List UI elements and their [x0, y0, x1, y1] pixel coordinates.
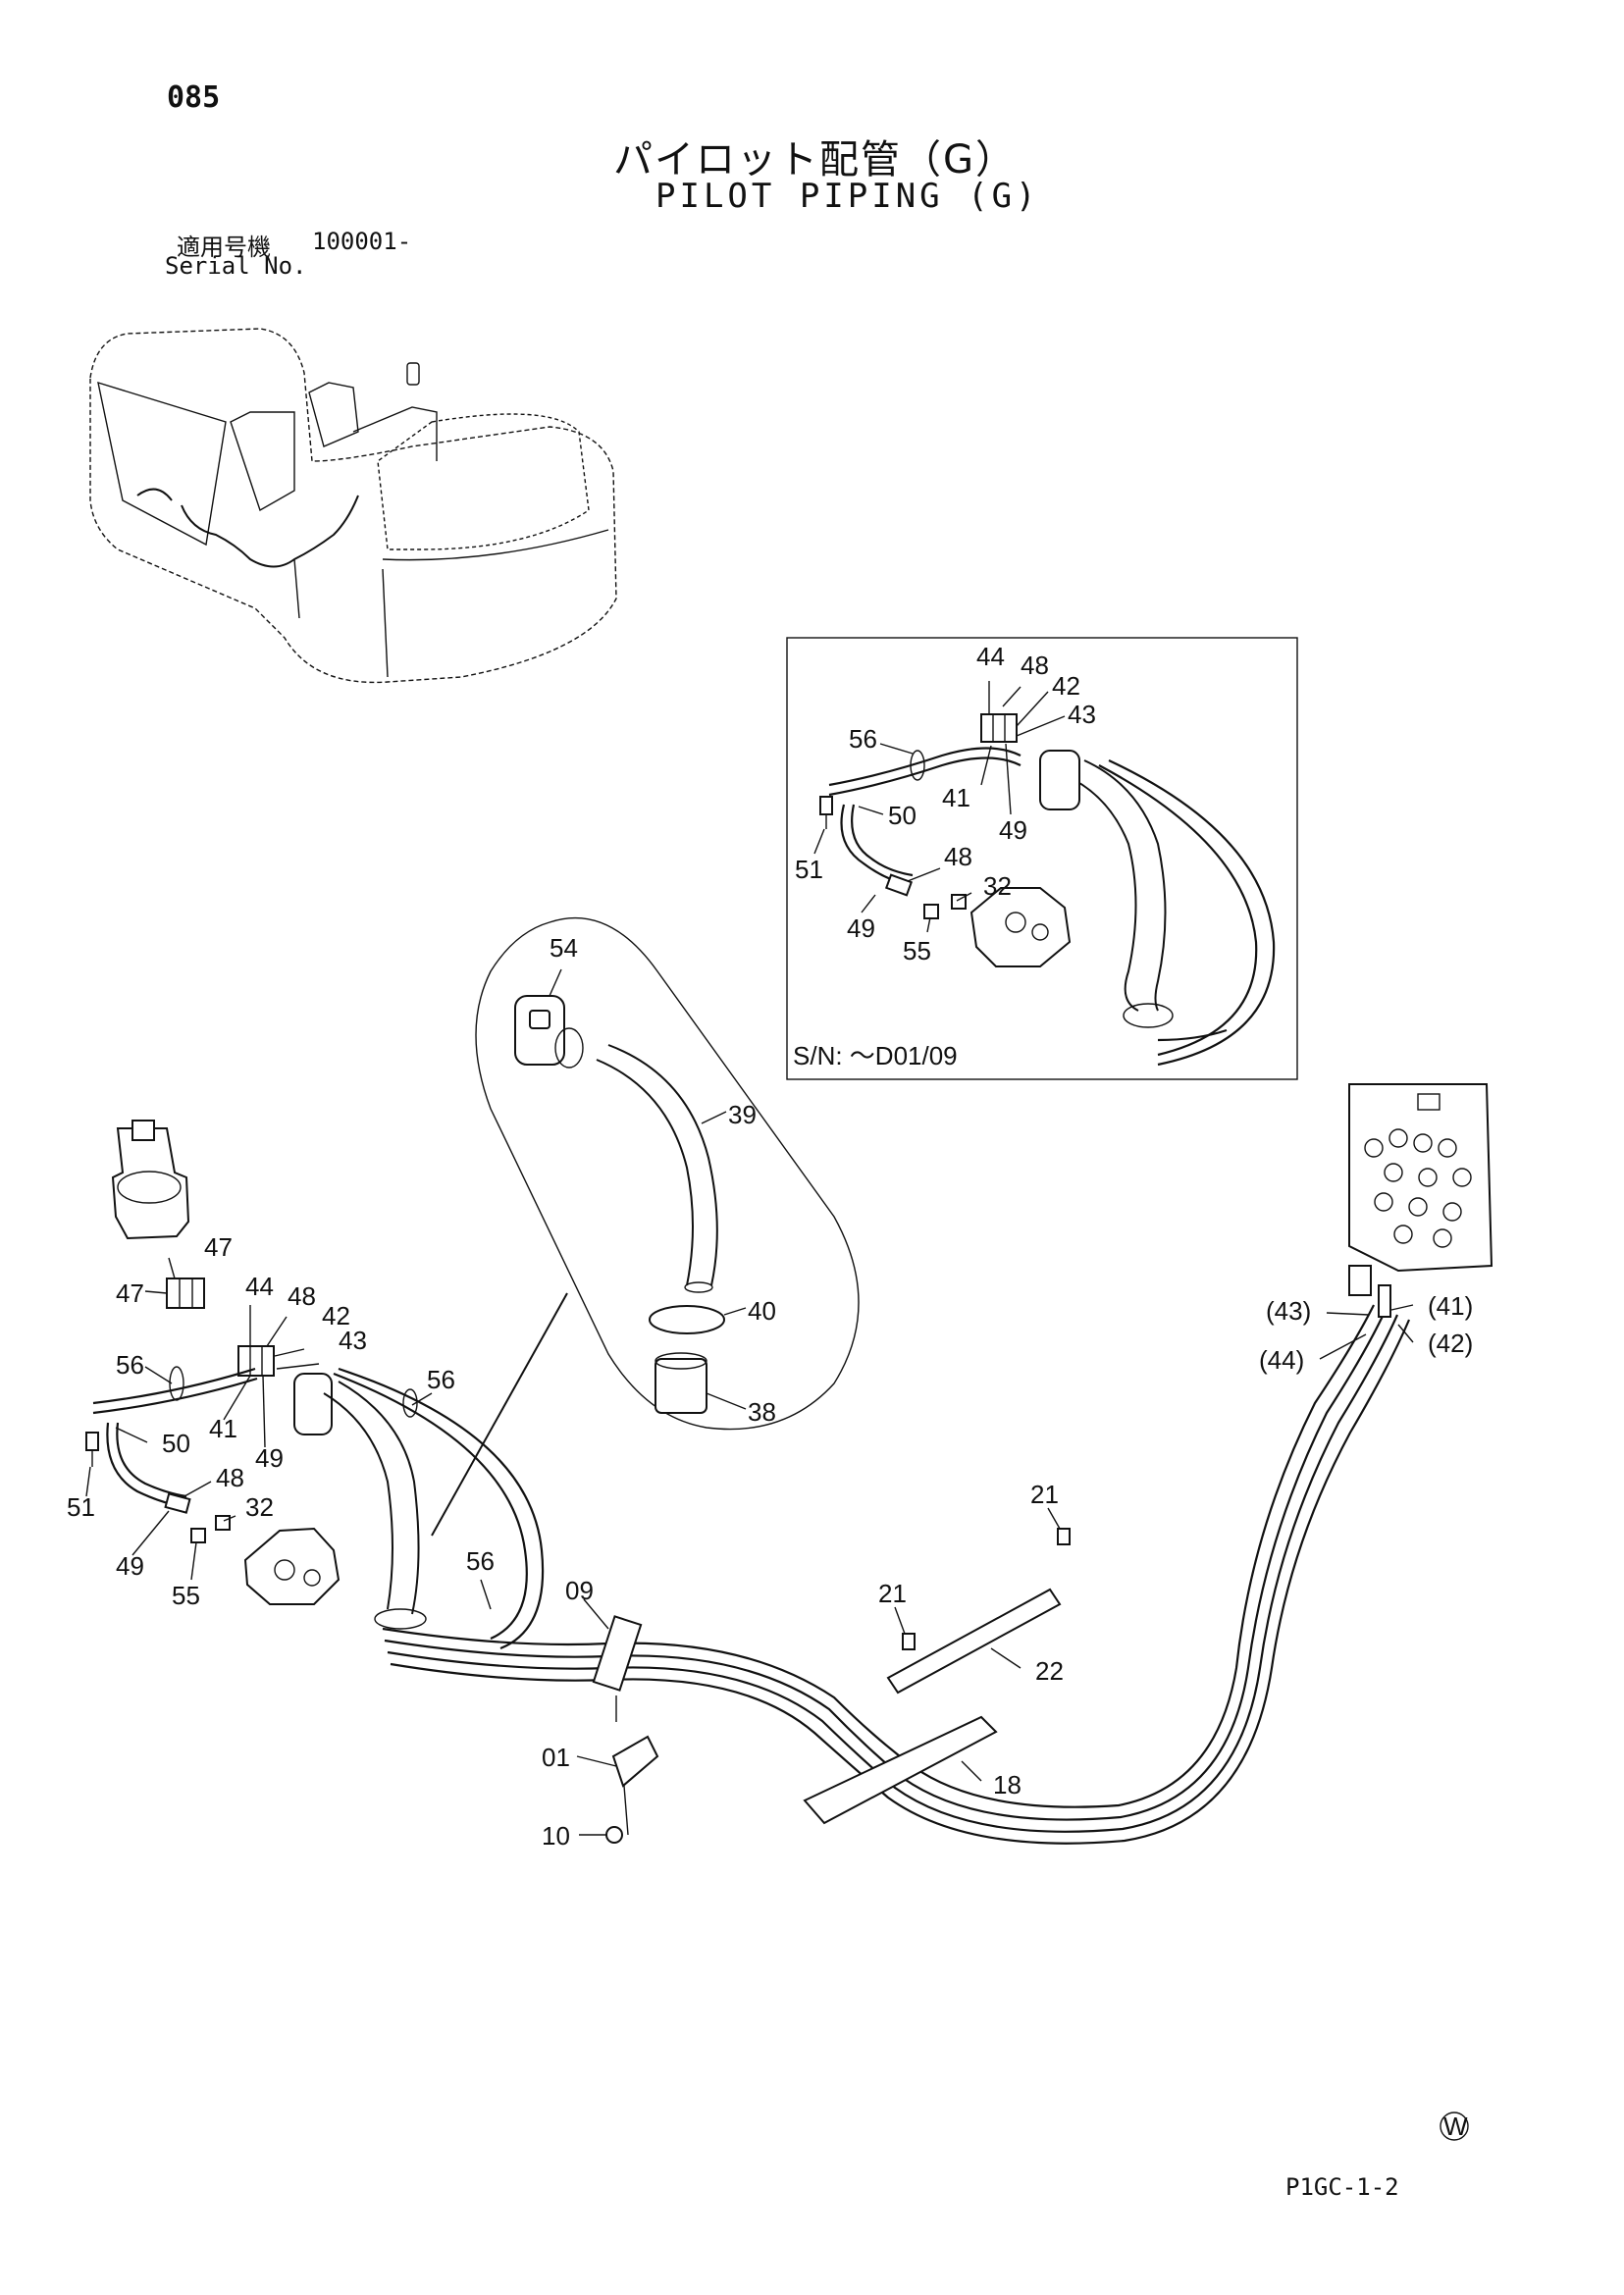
callout: 49: [116, 1551, 144, 1581]
serial-value: 100001-: [312, 228, 412, 255]
callout: 10: [542, 1821, 570, 1851]
detail-callouts: 54 39 40 38: [550, 933, 776, 1427]
machine-overview-illustration: [89, 328, 617, 684]
callout: 54: [550, 933, 578, 963]
page-number: 085: [167, 80, 221, 115]
callout: 49: [999, 815, 1027, 845]
page-title-english: PILOT PIPING (G): [655, 177, 1040, 216]
callout: 47: [116, 1278, 144, 1308]
callout: 38: [748, 1397, 776, 1427]
callout: 41: [209, 1414, 237, 1443]
callout: 44: [976, 642, 1005, 671]
callout: 40: [748, 1296, 776, 1326]
callout: 42: [1052, 671, 1080, 701]
main-assembly: [85, 1083, 1493, 1845]
inset-callouts: 44 48 42 43 56 41 49 50 51 48 32 49 55 S…: [793, 642, 1096, 1070]
serial-label-english: Serial No.: [165, 252, 307, 280]
callout: 49: [847, 913, 875, 943]
callout: 18: [993, 1770, 1022, 1799]
callout: 09: [565, 1576, 594, 1605]
callout: 56: [116, 1350, 144, 1380]
callout: 42: [322, 1301, 350, 1330]
callout: 48: [288, 1281, 316, 1311]
callout: 21: [1030, 1480, 1059, 1509]
callout: 44: [245, 1272, 274, 1301]
callout: 56: [466, 1546, 495, 1576]
callout: 55: [903, 936, 931, 965]
callout: 48: [216, 1463, 244, 1492]
callout: 22: [1035, 1656, 1064, 1686]
callout: (43): [1266, 1296, 1311, 1326]
callout: 39: [728, 1100, 757, 1129]
callout: 51: [795, 855, 823, 884]
callout: 51: [67, 1492, 95, 1522]
document-code: P1GC-1-2: [1285, 2173, 1399, 2201]
callout: 32: [245, 1492, 274, 1522]
callout: 56: [849, 724, 877, 754]
main-callouts: 47 47 44 48 42 43 56 41 49 50 51 48 32 4…: [67, 1232, 1473, 1851]
w-mark-icon: W: [1440, 2112, 1469, 2141]
callout: 21: [878, 1579, 907, 1608]
inset-variant-box: [786, 637, 1298, 1080]
callout: 32: [983, 871, 1012, 901]
callout: 56: [427, 1365, 455, 1394]
elbow-detail-bubble: [431, 916, 860, 1537]
callout: 50: [162, 1429, 190, 1458]
callout: 55: [172, 1581, 200, 1610]
callout: (44): [1259, 1345, 1304, 1375]
callout: 43: [339, 1326, 367, 1355]
svg-text:W: W: [1443, 2112, 1468, 2141]
callout: 49: [255, 1443, 284, 1473]
callout: 48: [1021, 651, 1049, 680]
callout: 47: [204, 1232, 233, 1262]
serial-label-japanese: 適用号機: [177, 234, 271, 261]
callout: 50: [888, 801, 917, 830]
inset-serial-note: S/N: ～D01/09: [793, 1041, 958, 1070]
callout: (42): [1428, 1329, 1473, 1358]
callout: 41: [942, 783, 970, 812]
callout: (41): [1428, 1291, 1473, 1321]
callout: 48: [944, 842, 972, 871]
page-title-japanese: パイロット配管（G）: [613, 137, 1017, 183]
callout: 01: [542, 1743, 570, 1772]
callout: 43: [1068, 700, 1096, 729]
